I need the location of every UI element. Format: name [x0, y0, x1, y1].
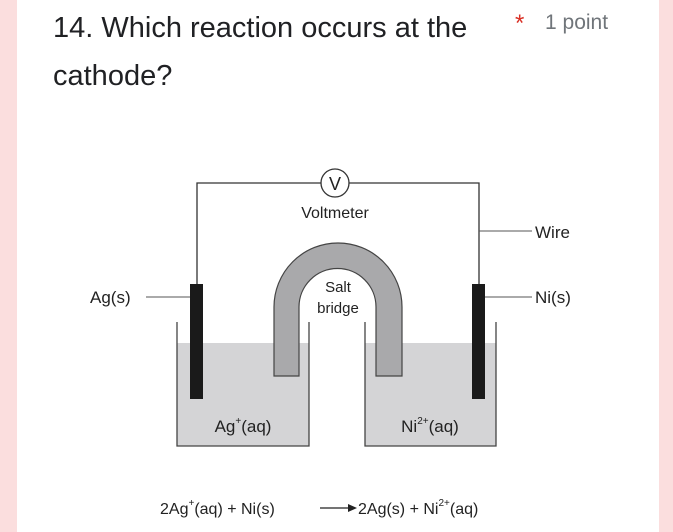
nickel-electrode — [472, 284, 485, 399]
ag-ion-label: Ag+(aq) — [215, 416, 272, 436]
voltmeter-label: Voltmeter — [301, 205, 369, 222]
question-title: 14. Which reaction occurs at the cathode… — [53, 12, 468, 92]
ni-ion-label: Ni2+(aq) — [401, 416, 459, 436]
equation-left: 2Ag+(aq) + Ni(s) — [160, 498, 275, 518]
voltmeter-symbol: V — [329, 174, 341, 194]
circuit-wire — [196, 182, 321, 284]
arrow-head-icon — [348, 504, 357, 512]
right-beaker — [364, 322, 497, 447]
salt-bridge — [273, 242, 403, 377]
required-asterisk: * — [515, 10, 525, 37]
points-label: 1 point — [545, 11, 609, 34]
left-beaker — [176, 322, 310, 447]
ni-electrode-label: Ni(s) — [535, 288, 571, 307]
voltmeter-icon — [320, 168, 350, 198]
circuit-wire-right — [349, 182, 480, 284]
silver-electrode — [190, 284, 203, 399]
salt-bridge-label: Salt — [325, 279, 352, 296]
salt-bridge-label-2: bridge — [317, 300, 359, 317]
equation-right: 2Ag(s) + Ni2+(aq) — [358, 498, 478, 518]
ag-electrode-label: Ag(s) — [90, 288, 131, 307]
wire-label: Wire — [535, 223, 570, 242]
